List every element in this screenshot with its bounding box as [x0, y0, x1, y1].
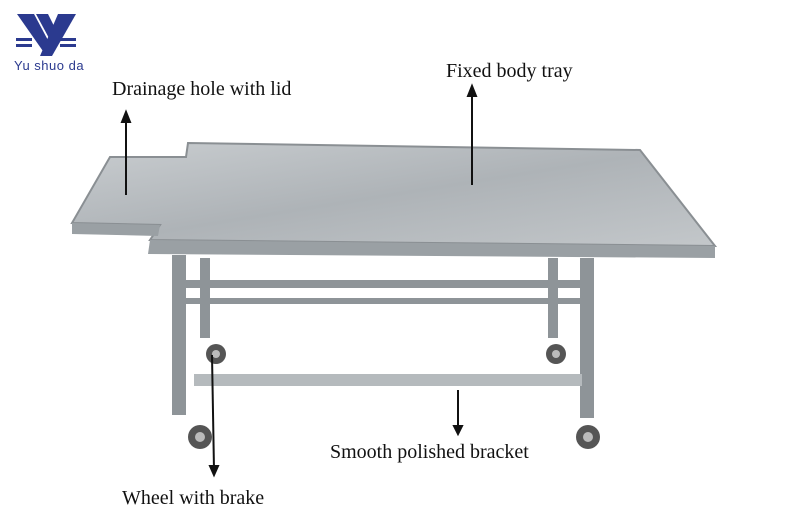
- brand-name: Yu shuo da: [14, 58, 85, 73]
- brand-logo: [12, 10, 92, 76]
- bracket-frame: [172, 255, 594, 418]
- annotation-drainage: Drainage hole with lid: [112, 78, 292, 100]
- annotation-wheel: Wheel with brake: [122, 487, 265, 509]
- body-tray: [70, 141, 718, 248]
- tray-front-edge: [148, 240, 715, 258]
- logo-mark-icon: [16, 14, 76, 56]
- annotation-tray: Fixed body tray: [446, 60, 573, 82]
- annotation-arrows: [120, 83, 478, 478]
- wheel-icon: [188, 344, 600, 449]
- annotation-bracket: Smooth polished bracket: [330, 441, 529, 463]
